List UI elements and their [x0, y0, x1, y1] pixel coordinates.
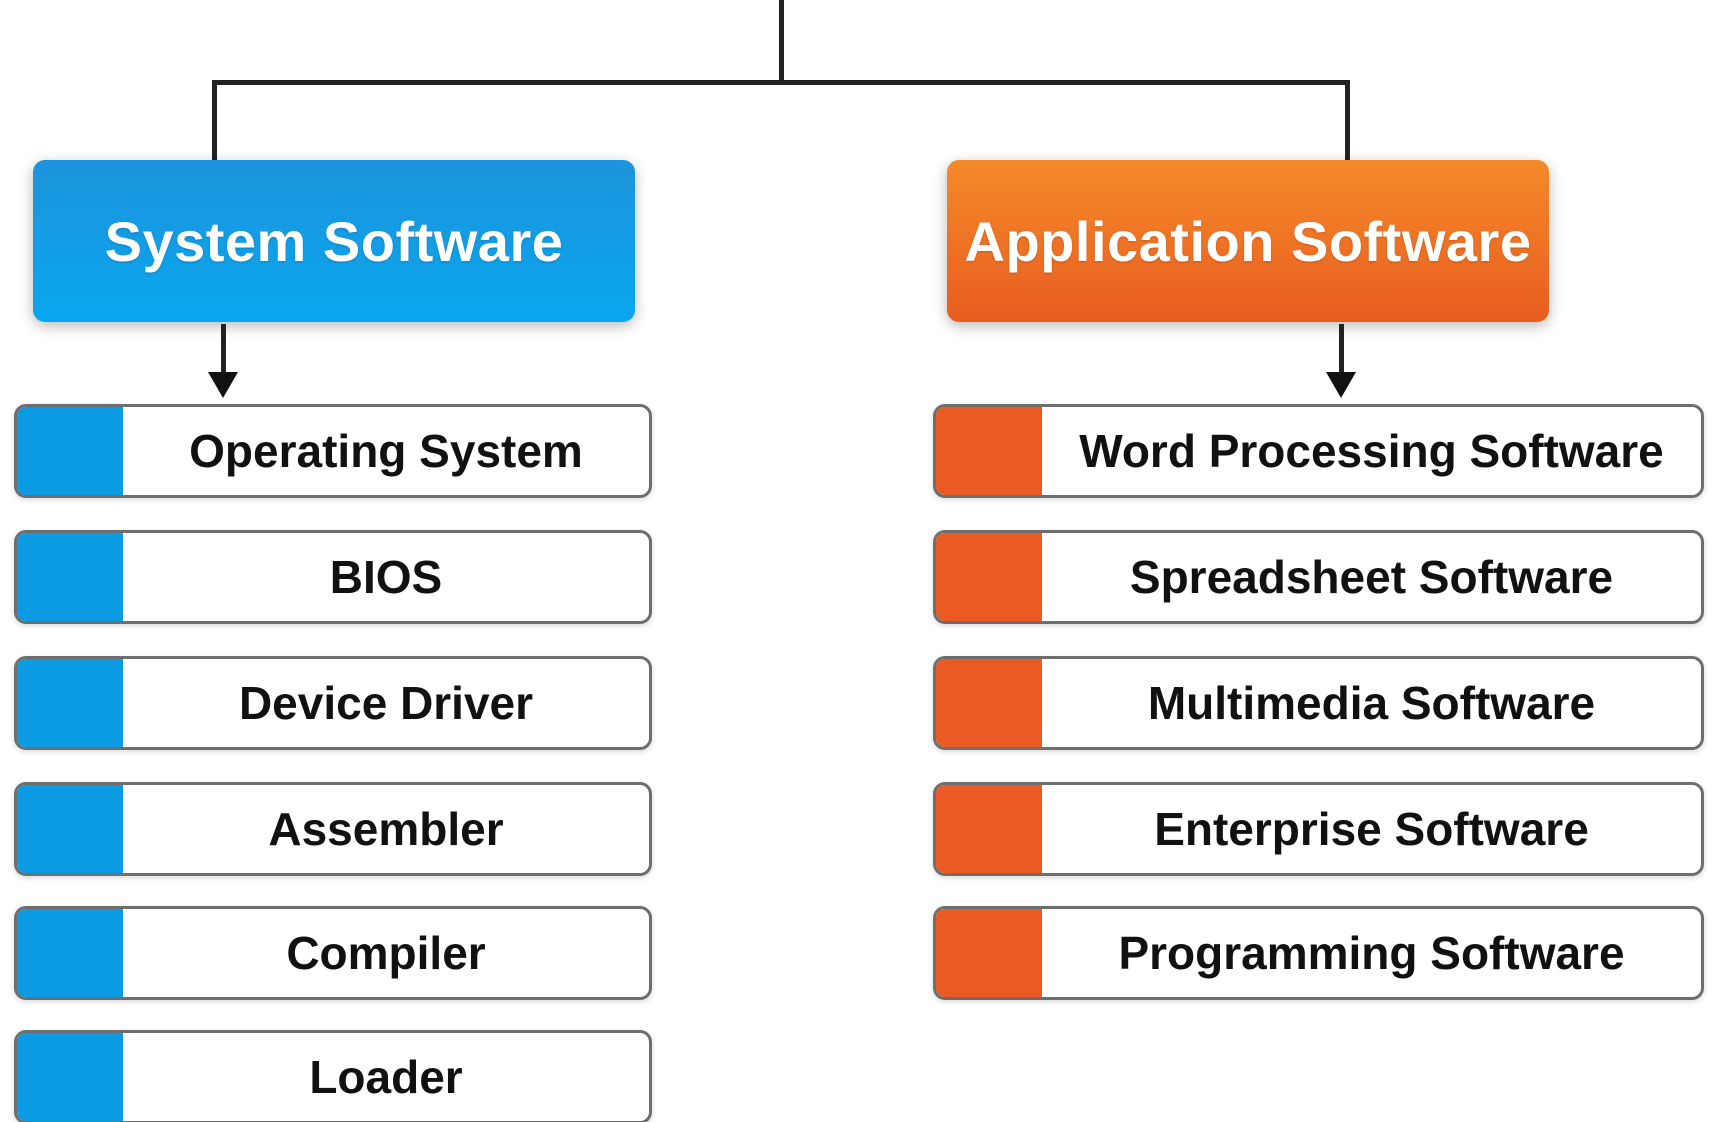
- system-item-compiler: Compiler: [14, 906, 652, 1000]
- application-item-spreadsheet: Spreadsheet Software: [933, 530, 1704, 624]
- system-item-bios: BIOS: [14, 530, 652, 624]
- system-item-label: Assembler: [268, 803, 504, 855]
- system-item-loader: Loader: [14, 1030, 652, 1122]
- system-item-operating-system: Operating System: [14, 404, 652, 498]
- blue-swatch: [17, 533, 123, 621]
- blue-swatch: [17, 785, 123, 873]
- blue-swatch: [17, 407, 123, 495]
- orange-swatch: [936, 909, 1042, 997]
- application-item-label: Word Processing Software: [1079, 425, 1664, 477]
- application-item-programming: Programming Software: [933, 906, 1704, 1000]
- application-arrow-head: [1326, 372, 1356, 398]
- system-item-label: Loader: [309, 1051, 463, 1103]
- application-item-label: Enterprise Software: [1154, 803, 1589, 855]
- root-stem-line: [779, 0, 784, 84]
- blue-swatch: [17, 659, 123, 747]
- blue-swatch: [17, 1033, 123, 1121]
- system-software-header: System Software: [33, 160, 635, 322]
- orange-swatch: [936, 659, 1042, 747]
- application-software-header: Application Software: [947, 160, 1549, 322]
- system-item-assembler: Assembler: [14, 782, 652, 876]
- system-branch-drop-line: [212, 80, 217, 160]
- system-item-label: Compiler: [286, 927, 486, 979]
- application-item-word-processing: Word Processing Software: [933, 404, 1704, 498]
- system-item-label: Device Driver: [238, 677, 534, 729]
- system-software-title: System Software: [104, 209, 564, 273]
- system-item-label: BIOS: [329, 551, 443, 603]
- orange-swatch: [936, 533, 1042, 621]
- application-item-label: Spreadsheet Software: [1129, 551, 1614, 603]
- blue-swatch: [17, 909, 123, 997]
- application-item-label: Multimedia Software: [1147, 677, 1596, 729]
- orange-swatch: [936, 407, 1042, 495]
- application-arrow-shaft: [1339, 324, 1344, 374]
- horizontal-branch-line: [212, 80, 1350, 85]
- orange-swatch: [936, 785, 1042, 873]
- application-software-title: Application Software: [964, 209, 1532, 273]
- application-item-multimedia: Multimedia Software: [933, 656, 1704, 750]
- application-branch-drop-line: [1345, 80, 1350, 160]
- system-item-device-driver: Device Driver: [14, 656, 652, 750]
- system-arrow-shaft: [221, 324, 226, 374]
- application-item-enterprise: Enterprise Software: [933, 782, 1704, 876]
- system-arrow-head: [208, 372, 238, 398]
- system-item-label: Operating System: [189, 425, 583, 477]
- application-item-label: Programming Software: [1118, 927, 1625, 979]
